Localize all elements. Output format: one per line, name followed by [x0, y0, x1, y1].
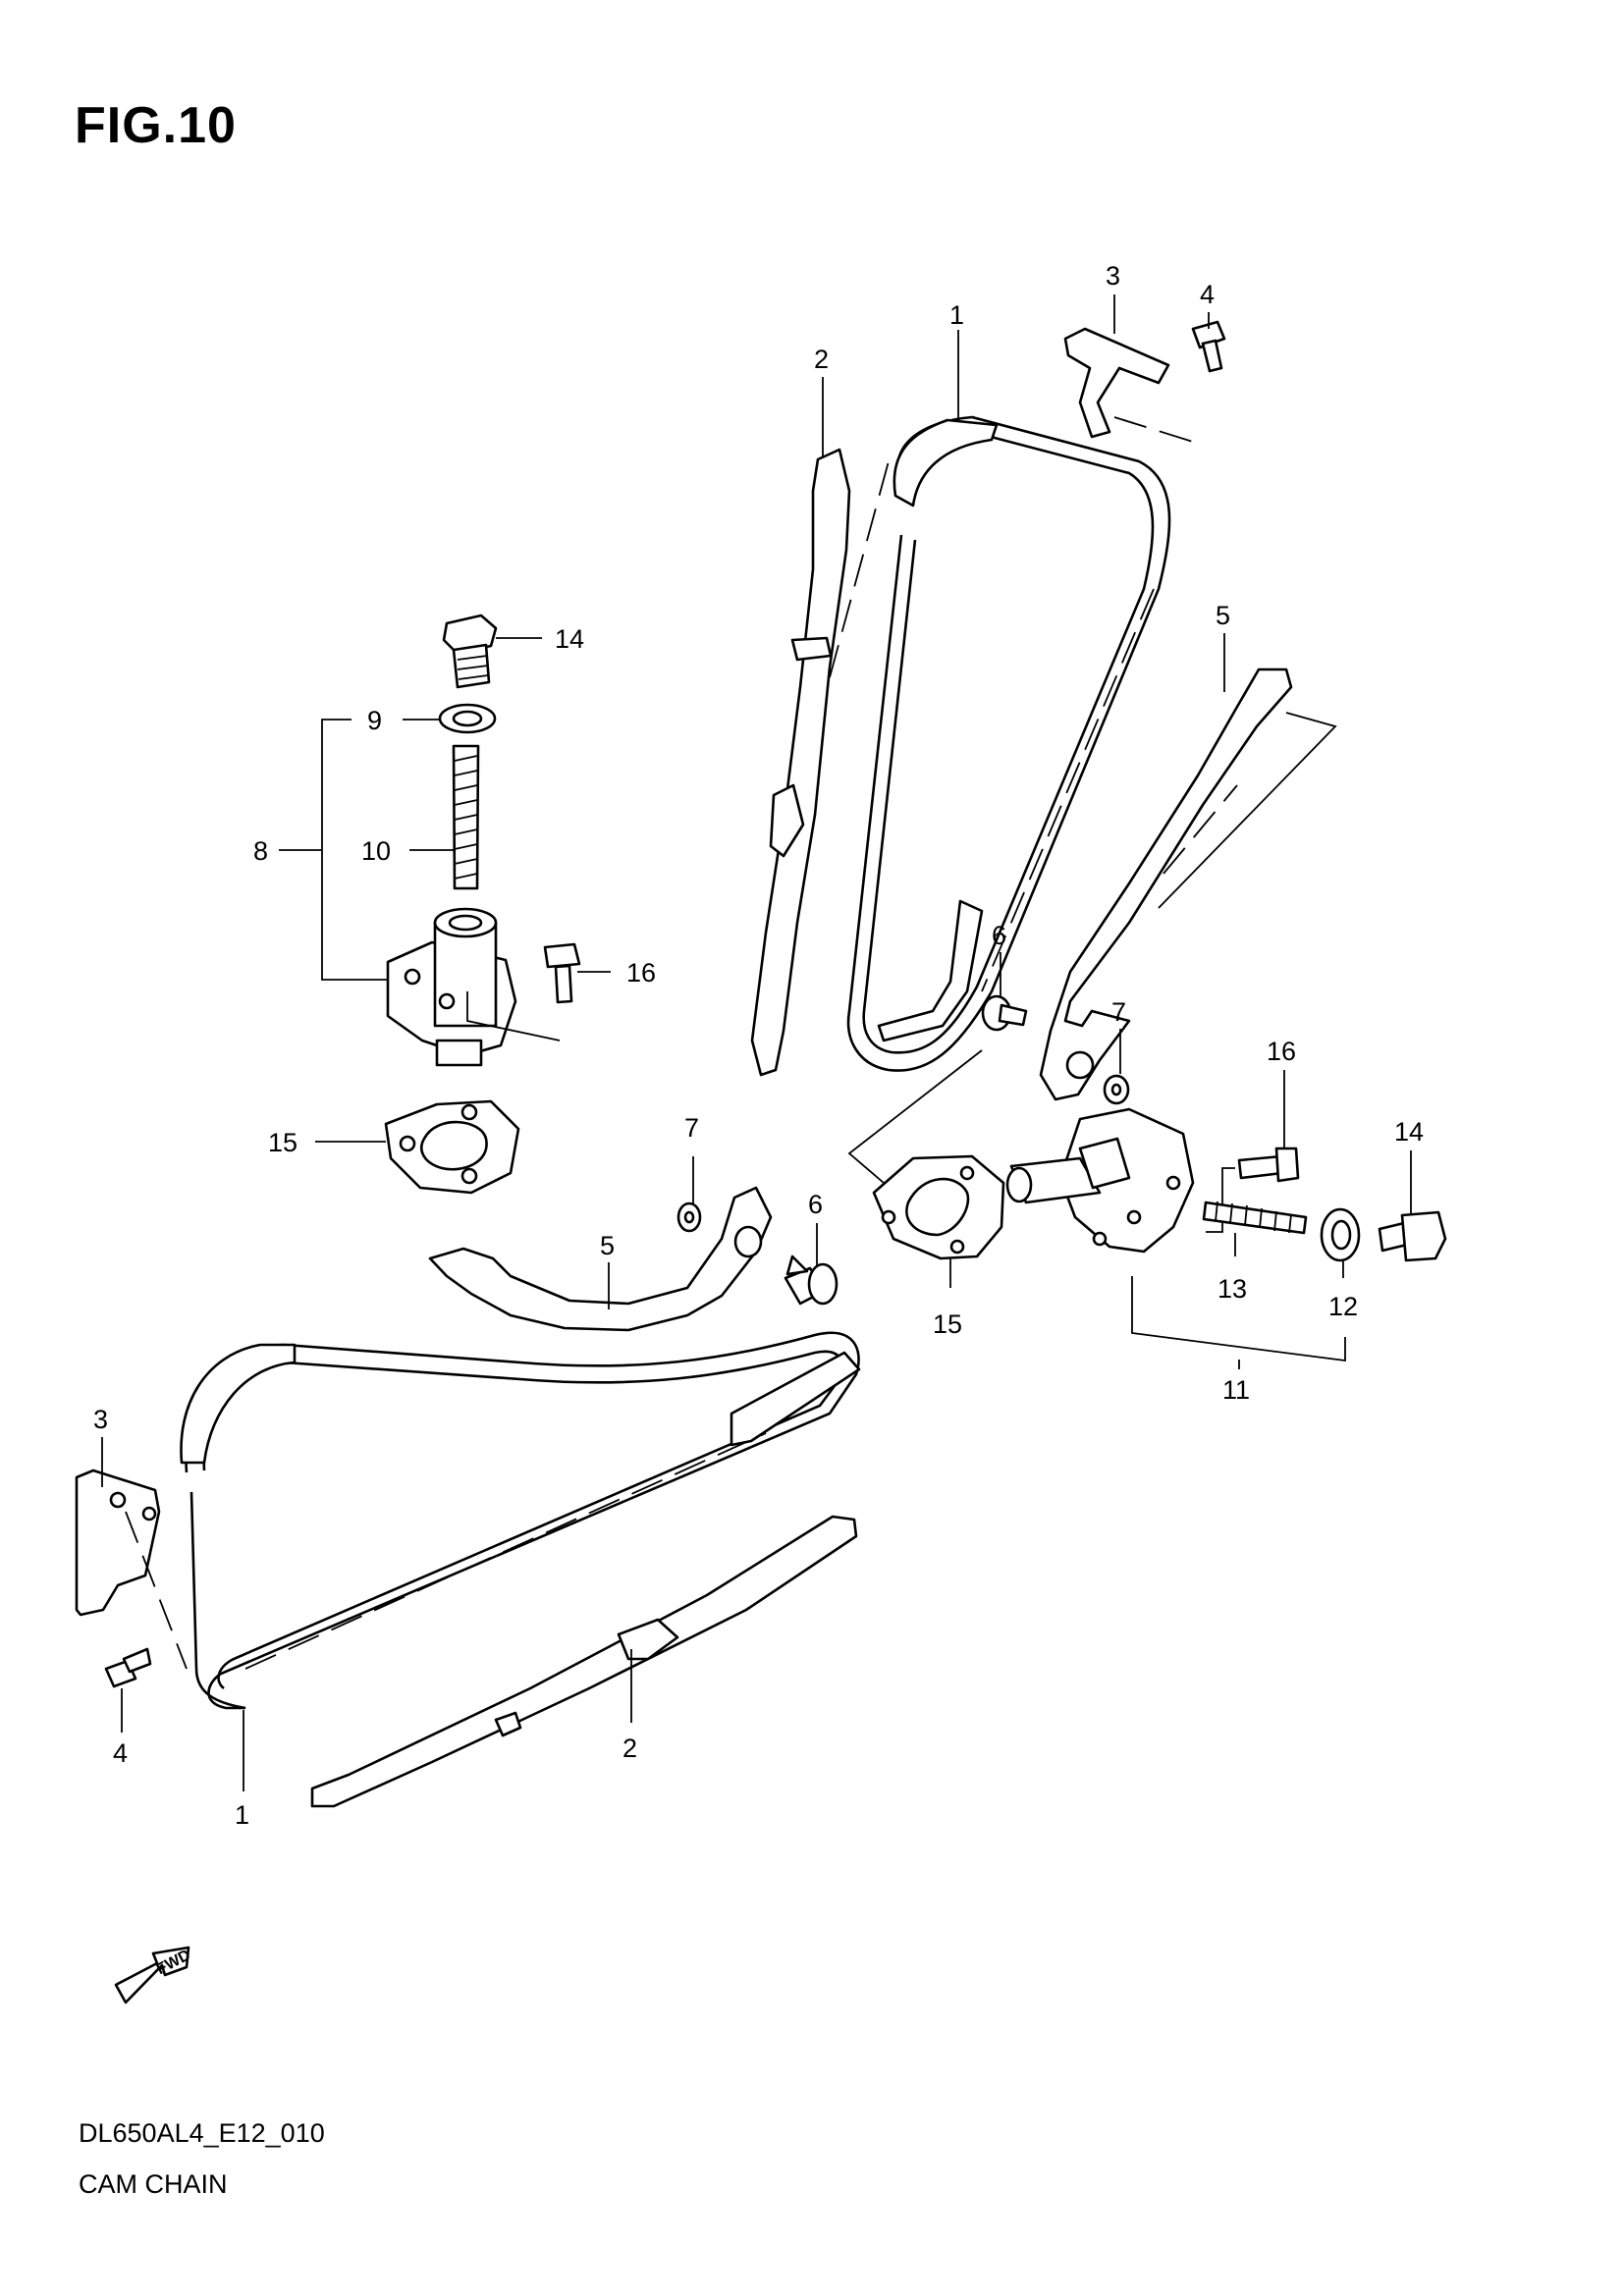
washer-right: [1103, 1074, 1130, 1105]
tensioner-body-right: [1005, 1107, 1195, 1254]
callout-7-mid: 7: [684, 1113, 699, 1143]
callout-1-bottom: 1: [235, 1800, 249, 1830]
callout-15-left: 15: [268, 1128, 298, 1157]
callout-11: 11: [1222, 1375, 1250, 1405]
callout-3-left: 3: [93, 1405, 108, 1434]
plug-bolt-left: [442, 614, 498, 689]
callout-15-right: 15: [933, 1309, 962, 1339]
callout-numbers: 1 2 3 4 5 6 7 16 14 15 13 12 11 14 9 8 1…: [93, 261, 1424, 1830]
callout-2-bottom: 2: [622, 1734, 637, 1763]
chain-guide-plate-lower: [75, 1468, 161, 1617]
callout-5-right: 5: [1216, 601, 1230, 630]
bolt-upper: [1191, 320, 1226, 373]
callout-6-mid: 6: [808, 1190, 823, 1219]
tensioner-arm-mid: [428, 1186, 773, 1332]
gasket-left: [384, 1099, 520, 1195]
callout-14-right: 14: [1394, 1117, 1424, 1147]
callout-4-left: 4: [113, 1738, 128, 1768]
pin-bolt-mid: [784, 1255, 839, 1306]
figure-code: DL650AL4_E12_010: [79, 2118, 325, 2148]
callout-4-top: 4: [1200, 280, 1215, 309]
pin-bolt-right: [981, 994, 1028, 1032]
bolt-lower: [104, 1647, 152, 1688]
gasket-washer-9: [438, 703, 497, 734]
cam-chain-lower: [180, 1331, 861, 1710]
cam-chain-guide-upper: [750, 448, 851, 1077]
assembly-dashed-lines: [125, 416, 1238, 1670]
washer-12: [1320, 1207, 1361, 1262]
tensioner-body-left: [386, 907, 561, 1067]
callout-10: 10: [361, 836, 391, 866]
cam-chain-guide-lower: [310, 1515, 858, 1808]
spring-10: [452, 744, 480, 890]
tensioner-arm-upper: [1039, 667, 1337, 1101]
callout-8: 8: [253, 836, 268, 866]
callout-3-top: 3: [1106, 261, 1120, 291]
figure-title: FIG.10: [75, 97, 237, 154]
bolt-left: [543, 942, 581, 1004]
callout-9: 9: [367, 706, 382, 735]
callout-6-right: 6: [992, 921, 1006, 950]
cam-chain-upper: [846, 415, 1171, 1072]
group-bracket-11: [1131, 1276, 1346, 1362]
plug-bolt-right: [1378, 1210, 1447, 1262]
figure-name: CAM CHAIN: [79, 2169, 228, 2199]
callout-13: 13: [1217, 1274, 1247, 1304]
callout-1-top: 1: [949, 300, 964, 330]
chain-guide-plate-upper: [1063, 327, 1170, 439]
callout-2-top: 2: [814, 345, 829, 374]
callout-16-left: 16: [626, 958, 656, 988]
forward-direction-arrow-icon: FWD: [114, 1946, 193, 2004]
callout-7-right: 7: [1111, 997, 1126, 1027]
bolt-right: [1206, 1147, 1300, 1233]
callout-leader-lines: [101, 294, 1412, 1791]
callout-5-mid: 5: [600, 1231, 615, 1260]
callout-14-left: 14: [555, 624, 584, 654]
callout-12: 12: [1328, 1292, 1358, 1321]
washer-mid: [676, 1201, 702, 1233]
spring-right: [1202, 1201, 1308, 1235]
gasket-right: [847, 1049, 1005, 1260]
callout-16-right: 16: [1267, 1037, 1296, 1066]
